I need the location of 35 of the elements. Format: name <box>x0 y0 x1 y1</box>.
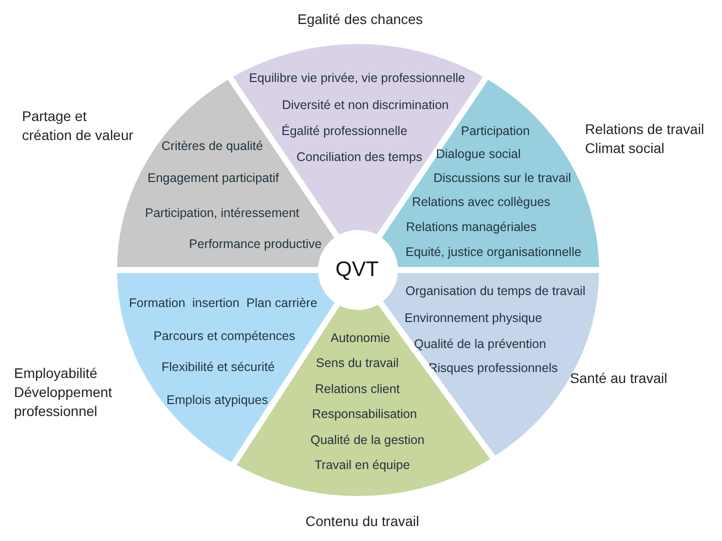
factor-label: Relations avec collègues <box>412 195 550 209</box>
factor-label: Parcours et compétences <box>154 329 296 343</box>
factor-label: Responsabilisation <box>312 407 417 421</box>
factor-label: Flexibilité et sécurité <box>162 360 275 374</box>
factor-label: Autonomie <box>330 331 390 345</box>
category-heading: Relations de travail Climat social <box>585 120 706 158</box>
factor-label: Equité, justice organisationnelle <box>406 245 582 259</box>
factor-label: Emplois atypiques <box>166 393 268 407</box>
category-heading: Employabilité Développement professionnel <box>14 364 114 421</box>
category-heading: Partage et création de valeur <box>22 107 134 145</box>
factor-label: Qualité de la gestion <box>310 433 424 447</box>
center-label: QVT <box>336 258 379 282</box>
factor-label: Participation <box>461 124 530 138</box>
factor-label: Engagement participatif <box>148 171 279 185</box>
category-heading: Egalité des chances <box>298 10 423 29</box>
factor-label: Performance productive <box>189 237 322 251</box>
factor-label: Participation, intéressement <box>145 206 300 220</box>
factor-label: Égalité professionnelle <box>282 124 408 138</box>
factor-label: Discussions sur le travail <box>434 171 572 185</box>
factor-label: Organisation du temps de travail <box>406 284 586 298</box>
factor-label: Diversité et non discrimination <box>282 98 449 112</box>
category-heading: Santé au travail <box>570 369 668 388</box>
factor-label: Relations client <box>315 382 400 396</box>
factor-label: Qualité de la prévention <box>414 337 546 351</box>
factor-label: Conciliation des temps <box>296 150 422 164</box>
factor-label: Equilibre vie privée, vie professionnelle <box>249 71 466 85</box>
factor-label: Travail en équipe <box>314 458 410 472</box>
factor-label: Dialogue social <box>436 147 521 161</box>
factor-label: Sens du travail <box>316 356 399 370</box>
factor-label: Environnement physique <box>404 311 542 325</box>
factor-label: Relations managériales <box>406 220 537 234</box>
factor-label: Critères de qualité <box>162 139 263 153</box>
factor-label: Formation insertion Plan carrière <box>129 296 318 310</box>
category-heading: Contenu du travail <box>306 512 420 531</box>
factor-label: Risques professionnels <box>428 361 558 375</box>
